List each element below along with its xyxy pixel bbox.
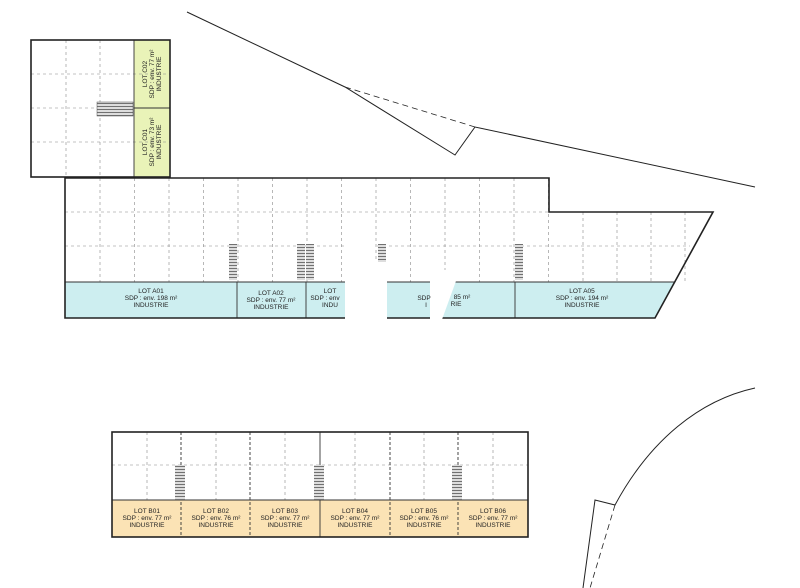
staircase <box>452 465 462 500</box>
lot-label-area: SDP : env. 76 m² <box>400 515 450 522</box>
lot-label-use: INDUSTRIE <box>267 522 303 529</box>
lot-label-area: 85 m² <box>454 294 471 301</box>
lot-label-use: INDUSTRIE <box>156 56 163 92</box>
staircase <box>314 465 324 500</box>
lot-label-use: INDUSTRIE <box>475 522 511 529</box>
lot-label-use: INDUSTRIE <box>156 124 163 160</box>
site-boundary <box>186 11 756 588</box>
staircase <box>297 244 305 280</box>
lot-label-use: I <box>425 302 427 309</box>
lot-label-name: LOT C02 <box>142 60 149 87</box>
staircase <box>229 244 237 280</box>
lot-label-area: SDP <box>417 295 430 302</box>
lot-label-area: SDP : env. 194 m² <box>556 295 609 302</box>
building-c: LOT C02 SDP : env. 77 m² INDUSTRIE LOT C… <box>30 39 171 178</box>
lot-label-use: INDUSTRIE <box>337 522 373 529</box>
lot-label-area: SDP : env. 73 m² <box>149 117 156 167</box>
lot-label-name: LOT <box>324 288 337 295</box>
lot-label-use: INDU <box>322 302 338 309</box>
lot-c01-area[interactable] <box>134 108 170 177</box>
lot-label-name: LOT B03 <box>272 508 298 515</box>
lot-label-area: SDP : env. 77 m² <box>149 49 156 99</box>
lot-label-use: INDUSTRIE <box>406 522 442 529</box>
lot-label-name: LOT A02 <box>258 290 284 297</box>
lot-label-area: SDP : env. 77 m² <box>331 515 381 522</box>
lot-label-name: LOT B06 <box>480 508 506 515</box>
lot-label-name: LOT B02 <box>203 508 229 515</box>
lot-label-area: SDP : env. 77 m² <box>469 515 519 522</box>
lot-label-name: LOT A01 <box>138 288 164 295</box>
lot-label-area: SDP : env. 198 m² <box>125 295 178 302</box>
lot-label-use: INDUSTRIE <box>564 302 600 309</box>
staircase <box>175 465 185 500</box>
lot-label-use: INDUSTRIE <box>253 304 289 311</box>
lot-label-name: LOT B01 <box>134 508 160 515</box>
staircase <box>306 244 314 280</box>
lot-label-area: SDP : env. 77 m² <box>123 515 173 522</box>
staircase <box>515 244 523 280</box>
lot-label-area: SDP : env <box>310 295 340 302</box>
building-a: LOT A01 SDP : env. 198 m² INDUSTRIE LOT … <box>64 177 715 325</box>
lot-label-name: LOT A05 <box>569 288 595 295</box>
lot-label-name: LOT B05 <box>411 508 437 515</box>
lot-label-name: LOT C01 <box>142 128 149 155</box>
lot-label-name: LOT B04 <box>342 508 368 515</box>
lot-label-use: INDUSTRIE <box>129 522 165 529</box>
lot-label-area: SDP : env. 76 m² <box>192 515 242 522</box>
staircase <box>96 101 134 117</box>
lot-label-area: SDP : env. 77 m² <box>247 297 297 304</box>
lot-label-use: INDUSTRIE <box>133 302 169 309</box>
lot-label-use: RIE <box>451 301 463 308</box>
lot-label-area: SDP : env. 77 m² <box>261 515 311 522</box>
lot-label-use: INDUSTRIE <box>198 522 234 529</box>
